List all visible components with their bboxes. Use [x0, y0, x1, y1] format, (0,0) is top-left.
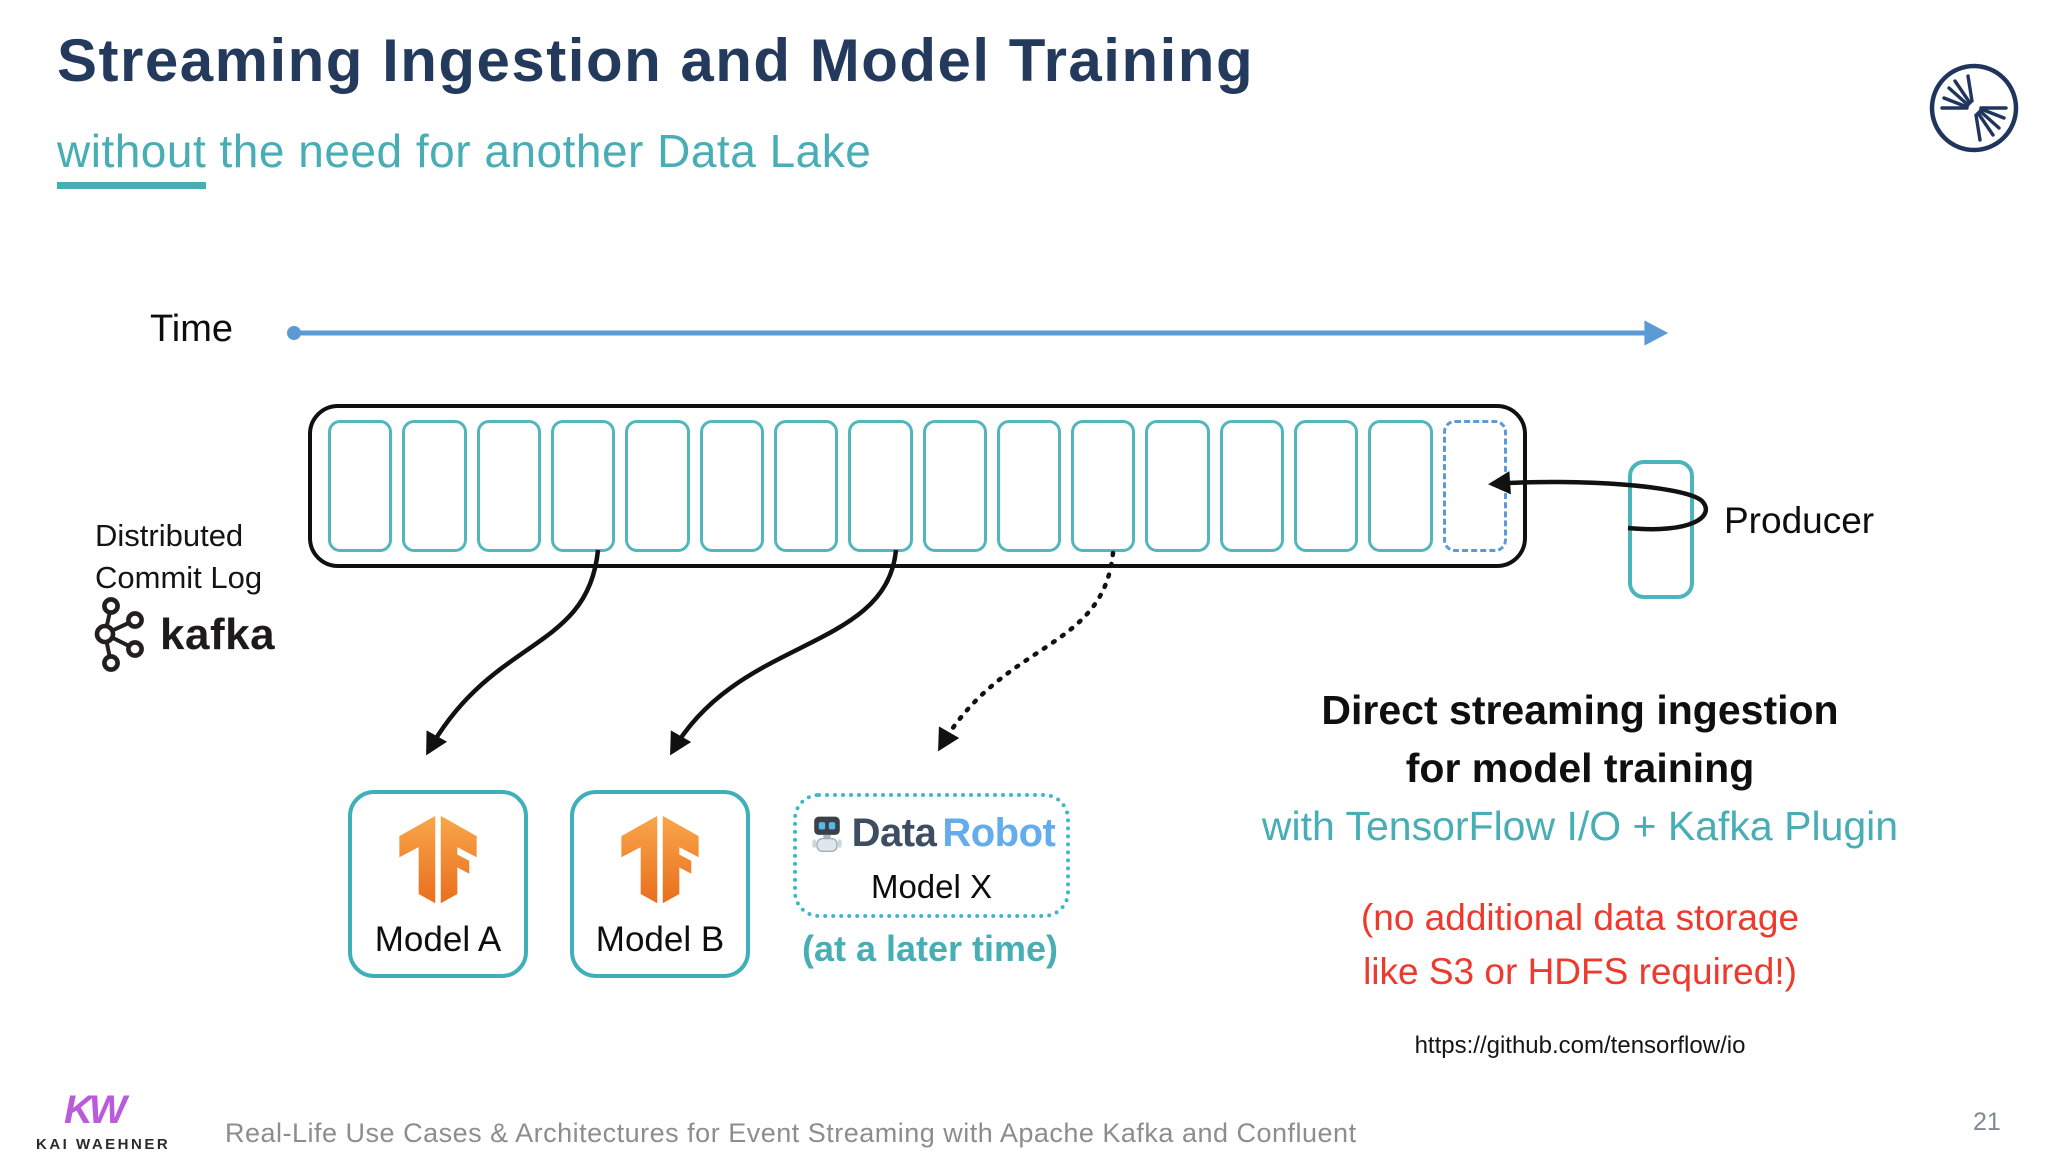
page-title: Streaming Ingestion and Model Training [57, 27, 1255, 94]
robot-icon [812, 816, 842, 852]
kai-waehner-name: KAI WAEHNER [36, 1136, 171, 1153]
model-b-label: Model B [595, 920, 725, 959]
warning-text: (no additional data storage like S3 or H… [1360, 897, 1800, 992]
confluent-logo-icon [1929, 63, 2019, 153]
page-subtitle: without the need for another Data Lake [57, 124, 871, 189]
log-cell [1294, 420, 1359, 552]
log-cell [1071, 420, 1136, 552]
time-label: Time [150, 308, 234, 350]
log-cell [625, 420, 690, 552]
log-cell [699, 420, 764, 552]
log-cell [1368, 420, 1433, 552]
log-cell [773, 420, 839, 552]
kafka-logo: kafka [90, 596, 275, 674]
producer-box [1628, 460, 1694, 599]
subtitle-underlined-word: without [57, 124, 207, 189]
callout-line3: with TensorFlow I/O + Kafka Plugin [1261, 803, 1899, 849]
log-cell [996, 420, 1062, 552]
github-link: https://github.com/tensorflow/io [1414, 1032, 1746, 1060]
model-a-box: Model A [348, 790, 528, 978]
log-cell [1219, 420, 1285, 552]
kai-waehner-logo: KW [64, 1088, 127, 1132]
at-later-time-note: (at a later time) [801, 928, 1059, 969]
log-cell [1145, 420, 1210, 552]
datarobot-robot-text: Robot [942, 811, 1056, 855]
model-b-box: Model B [570, 790, 750, 978]
datarobot-data-text: Data [851, 811, 937, 855]
log-cell-dashed [1442, 420, 1507, 552]
log-cell [476, 420, 541, 552]
callout-block: Direct streaming ingestion for model tra… [1160, 690, 2000, 1060]
producer-label: Producer [1724, 500, 1875, 541]
model-x-label: Model X [870, 868, 993, 905]
log-cell [848, 420, 913, 552]
arrow-to-datarobot [937, 550, 1116, 752]
log-cell [922, 420, 987, 552]
arrow-to-model-a [426, 549, 601, 756]
callout-line2: for model training [1405, 745, 1755, 791]
arrow-to-model-b [670, 549, 899, 756]
log-cell [328, 420, 393, 552]
log-cell [402, 420, 467, 552]
log-cell [550, 420, 616, 552]
commit-log [308, 404, 1527, 568]
subtitle-rest: the need for another Data Lake [206, 125, 872, 177]
commit-log-label: Distributed Commit Log [95, 518, 263, 595]
callout-line1: Direct streaming ingestion [1321, 687, 1839, 733]
tensorflow-icon [621, 815, 699, 904]
kafka-icon [94, 597, 144, 672]
model-a-label: Model A [374, 920, 502, 959]
time-arrow [287, 320, 1669, 346]
footer-caption: Real-Life Use Cases & Architectures for … [225, 1118, 1357, 1148]
kafka-wordmark: kafka [160, 610, 276, 659]
tensorflow-icon [399, 815, 477, 904]
page-number: 21 [1973, 1108, 2001, 1136]
